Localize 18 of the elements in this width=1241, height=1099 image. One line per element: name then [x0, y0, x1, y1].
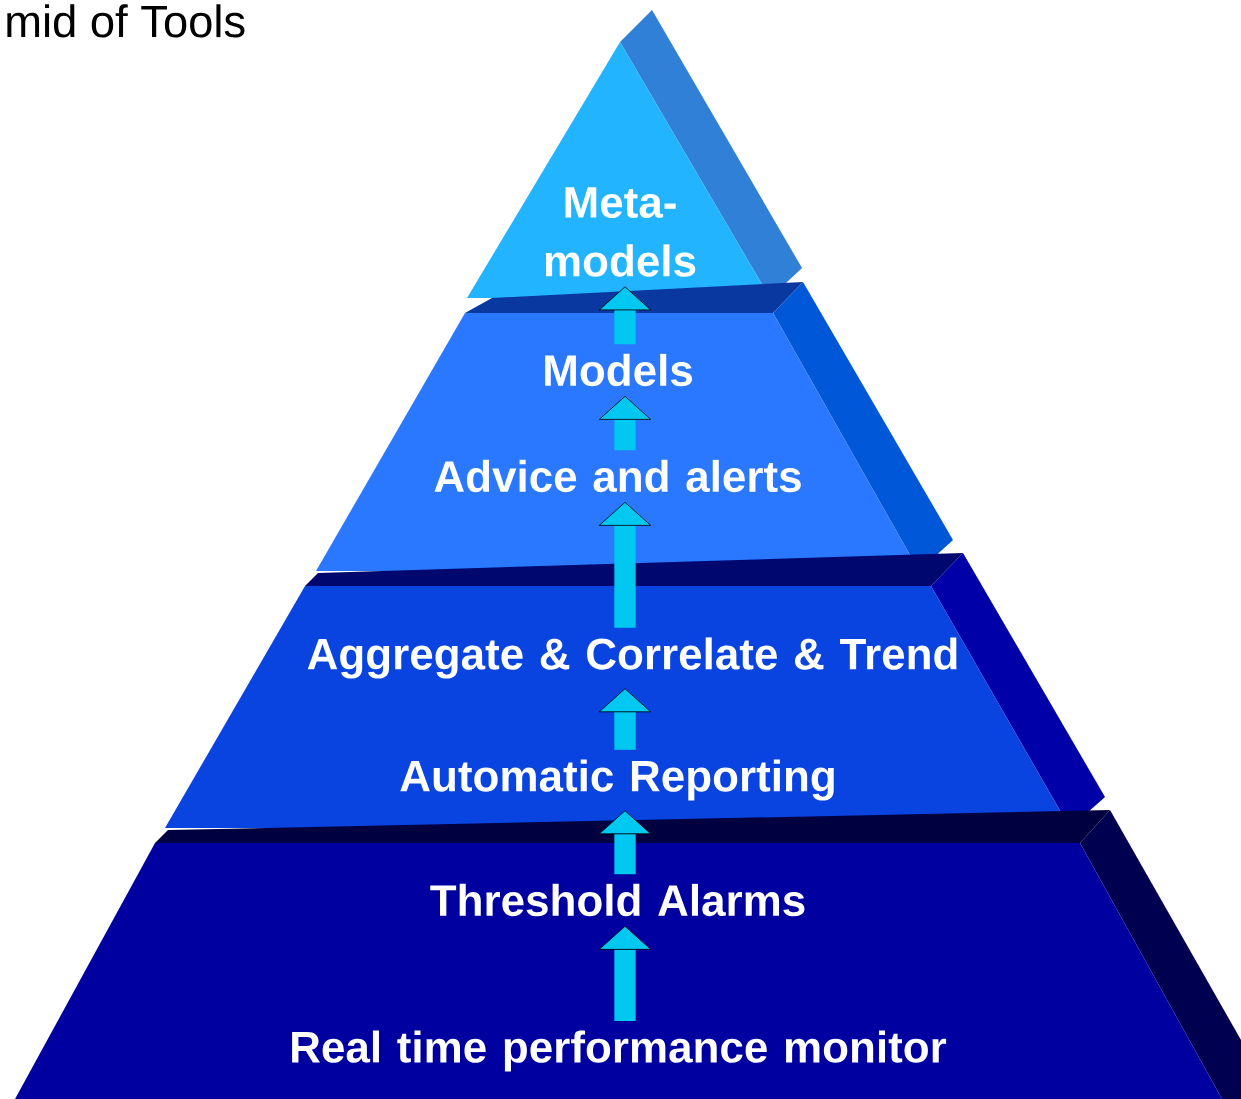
up-arrow [598, 286, 652, 345]
up-arrow [598, 501, 652, 628]
pyramid-tier [165, 553, 1105, 828]
tier-label: Models [545, 353, 692, 387]
pyramid-tier [467, 10, 802, 298]
up-arrow [598, 925, 652, 1021]
tier-label: Automatic Reporting [400, 759, 834, 801]
tier-label: Aggregate & Correlate & Trend [307, 637, 957, 679]
up-arrow [598, 810, 652, 875]
tier-label: Threshold Alarms [430, 883, 805, 917]
up-arrow [598, 688, 652, 750]
tier-label: Real time performance monitor [292, 1030, 947, 1072]
tier-label: Meta-models [545, 187, 696, 277]
up-arrow [598, 395, 652, 451]
title: mid of Tools [7, 4, 245, 38]
tier-label: Advice and alerts [434, 459, 801, 493]
pyramid-tier [316, 282, 953, 571]
pyramid-tier [15, 810, 1241, 1099]
